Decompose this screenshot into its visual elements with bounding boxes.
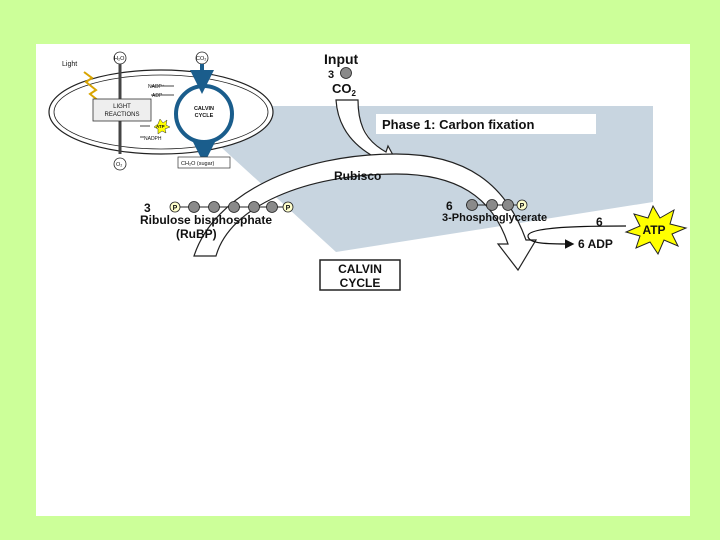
pga-phosphate: P: [520, 203, 525, 210]
light-reactions-line2: REACTIONS: [104, 112, 139, 118]
lightning-icon: [83, 71, 101, 103]
rubp-name: Ribulose bisphosphate: [140, 213, 272, 227]
slide: Light H₂O O₂ LIGHT REACTIONS CO₂ CALVIN …: [36, 44, 690, 516]
light-reactions-box: [92, 98, 152, 122]
inset-atp-label: ATP: [156, 124, 165, 129]
input-co2-subscript: 2: [352, 89, 357, 98]
phase1-shaded-region: [176, 106, 653, 252]
inset-calvin-line2: CYCLE: [195, 113, 214, 119]
rubisco-label: Rubisco: [334, 169, 381, 183]
nadp-label: NADP⁺: [148, 84, 165, 90]
rubp-phosphate-right: P: [286, 205, 291, 212]
inset-calvin-line1: CALVIN: [194, 106, 214, 112]
input-co2-formula: CO2: [332, 81, 357, 98]
input-count: 3: [328, 69, 334, 81]
rubp-count: 3: [144, 201, 151, 215]
chloroplast-inset: Light H₂O O₂ LIGHT REACTIONS CO₂ CALVIN …: [48, 51, 274, 171]
rubp-molecule: 3 P P Ribulose bisphosphate (RuBP): [140, 201, 294, 241]
cycle-arc: [193, 153, 538, 272]
co2-label: CO₂: [196, 56, 206, 62]
atp-star-icon: [624, 204, 688, 256]
phase-title-box: [376, 114, 596, 134]
calvin-cycle-line1: CALVIN: [338, 262, 382, 276]
light-label: Light: [62, 61, 77, 68]
sugar-box: [177, 156, 231, 169]
phase-title: Phase 1: Carbon fixation: [382, 117, 534, 132]
pga-molecule: 6 P 3-Phosphoglycerate: [442, 199, 547, 224]
rubp-phosphate-left: P: [173, 205, 178, 212]
input-co2-text: CO: [332, 81, 352, 96]
nadph-label: NADPH: [144, 136, 162, 142]
o2-circle: [113, 157, 127, 171]
light-reactions-line1: LIGHT: [113, 104, 131, 110]
pga-name: 3-Phosphoglycerate: [442, 212, 547, 224]
o2-label: O₂: [116, 162, 122, 168]
h2o-label: H₂O: [114, 56, 125, 62]
input-co2-carbon: [340, 67, 352, 79]
calvin-cycle-box: [319, 259, 401, 291]
adp-label: ADP: [152, 93, 163, 99]
input-title: Input: [324, 51, 359, 67]
calvin-cycle-diagram: Light H₂O O₂ LIGHT REACTIONS CO₂ CALVIN …: [48, 51, 688, 291]
adp-label-main: 6 ADP: [578, 237, 613, 251]
sugar-label: CH₂O (sugar): [181, 161, 214, 167]
pga-count: 6: [446, 199, 453, 213]
atp-label: ATP: [642, 223, 665, 237]
rubp-abbrev: (RuBP): [176, 227, 217, 241]
atp-to-adp-arrow: [527, 225, 627, 249]
inset-atp-star-icon: [153, 118, 171, 135]
atp-count: 6: [596, 215, 603, 229]
calvin-cycle-line2: CYCLE: [340, 276, 381, 290]
